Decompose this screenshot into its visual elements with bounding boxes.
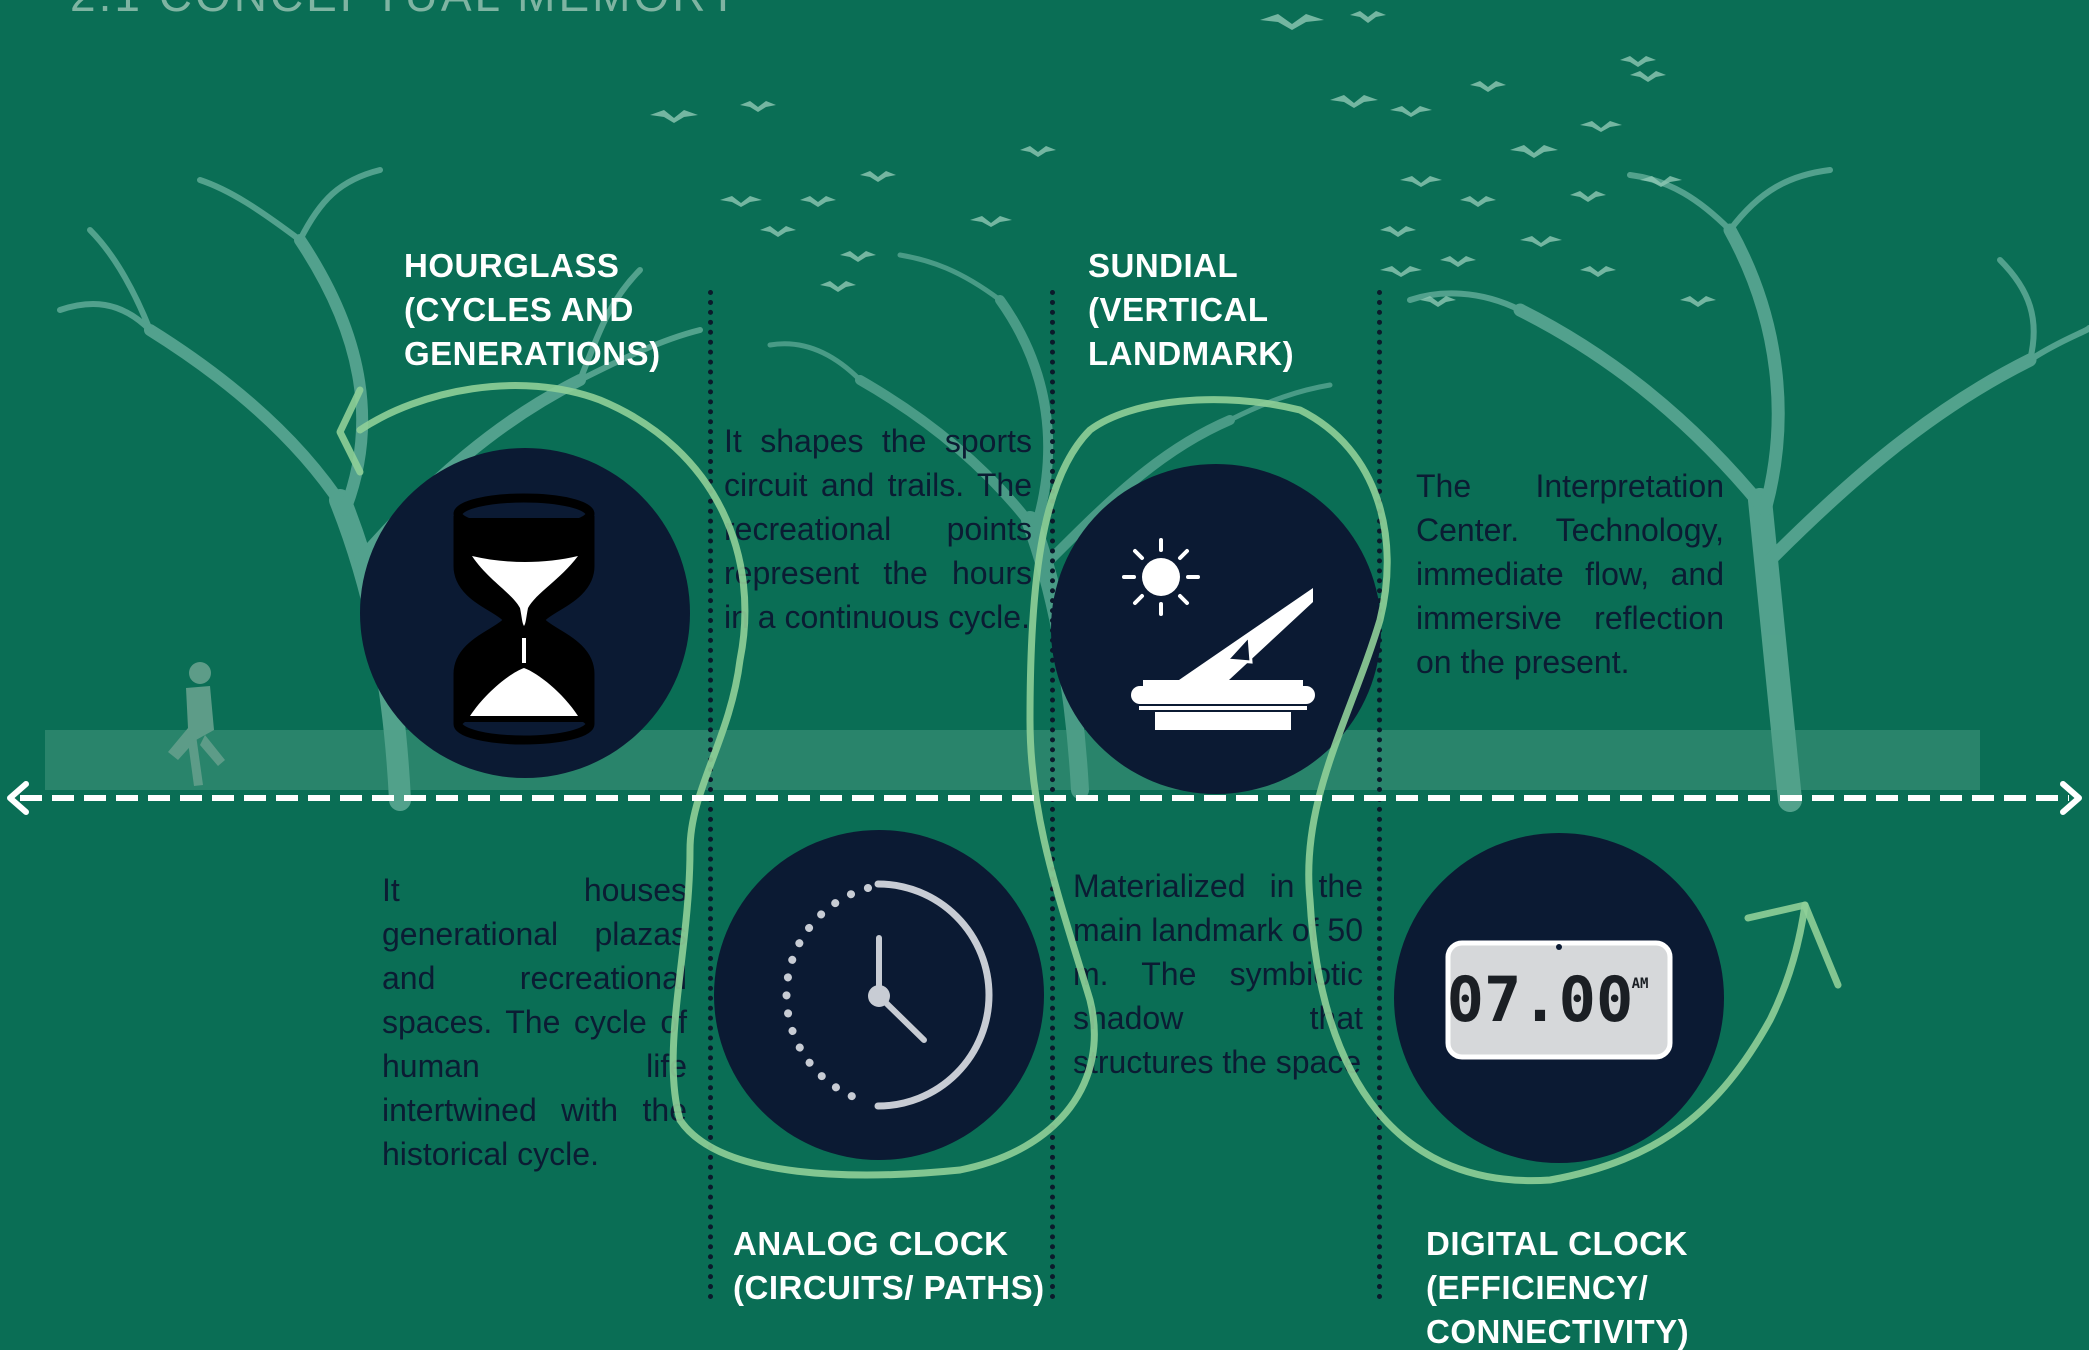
digital-clock-period: AM bbox=[1632, 976, 1649, 992]
sundial-title-line-3: LANDMARK) bbox=[1088, 335, 1295, 372]
hourglass-title: HOURGLASS (CYCLES AND GENERATIONS) bbox=[404, 244, 691, 376]
divider-1 bbox=[708, 290, 713, 1300]
grass-band bbox=[45, 730, 1980, 790]
analog-clock-description: It shapes the sports circuit and trails.… bbox=[724, 423, 1032, 635]
analog-clock-icon bbox=[782, 880, 993, 1110]
analog-clock-title: ANALOG CLOCK (CIRCUITS/ PATHS) bbox=[733, 1222, 1050, 1310]
sun-icon bbox=[1122, 538, 1200, 616]
sundial-circle bbox=[1051, 464, 1381, 794]
divider-2 bbox=[1050, 290, 1055, 1300]
analog-clock-circle bbox=[714, 830, 1044, 1160]
sundial-title: SUNDIAL (VERTICAL LANDMARK) bbox=[1088, 244, 1338, 376]
divider-3 bbox=[1377, 290, 1382, 1300]
hourglass-description: It houses generational plazas and recrea… bbox=[382, 872, 687, 1172]
page-heading: 2.1 CONCEPTUAL MEMORY bbox=[70, 0, 741, 22]
digital-clock-title-line-1: DIGITAL CLOCK bbox=[1426, 1225, 1688, 1262]
hourglass-circle bbox=[360, 448, 690, 778]
analog-clock-title-line-1: ANALOG CLOCK bbox=[733, 1225, 1009, 1262]
digital-clock-description: The Interpretation Center. Technology, i… bbox=[1416, 468, 1724, 680]
hourglass-title-line-3: GENERATIONS) bbox=[404, 335, 661, 372]
sundial-title-line-1: SUNDIAL bbox=[1088, 247, 1239, 284]
digital-clock-title-line-2: (EFFICIENCY/ bbox=[1426, 1269, 1649, 1306]
hourglass-title-line-2: (CYCLES AND bbox=[404, 291, 634, 328]
hourglass-title-line-1: HOURGLASS bbox=[404, 247, 620, 284]
sundial-icon bbox=[1122, 538, 1315, 730]
hourglass-icon bbox=[453, 493, 595, 745]
analog-clock-title-line-2: (CIRCUITS/ PATHS) bbox=[733, 1269, 1045, 1306]
digital-clock-title-line-3: CONNECTIVITY) bbox=[1426, 1313, 1690, 1350]
sundial-description: Materialized in the main landmark of 50 … bbox=[1073, 868, 1363, 1080]
sundial-title-line-2: (VERTICAL bbox=[1088, 291, 1269, 328]
birds-flock bbox=[650, 11, 1716, 307]
digital-clock-title: DIGITAL CLOCK (EFFICIENCY/ CONNECTIVITY) bbox=[1426, 1222, 1726, 1350]
runner-silhouette bbox=[168, 662, 225, 786]
digital-clock-icon: 07.00 AM bbox=[1445, 940, 1673, 1060]
digital-clock-circle: 07.00 AM bbox=[1394, 833, 1724, 1163]
digital-clock-time: 07.00 bbox=[1447, 963, 1634, 1036]
